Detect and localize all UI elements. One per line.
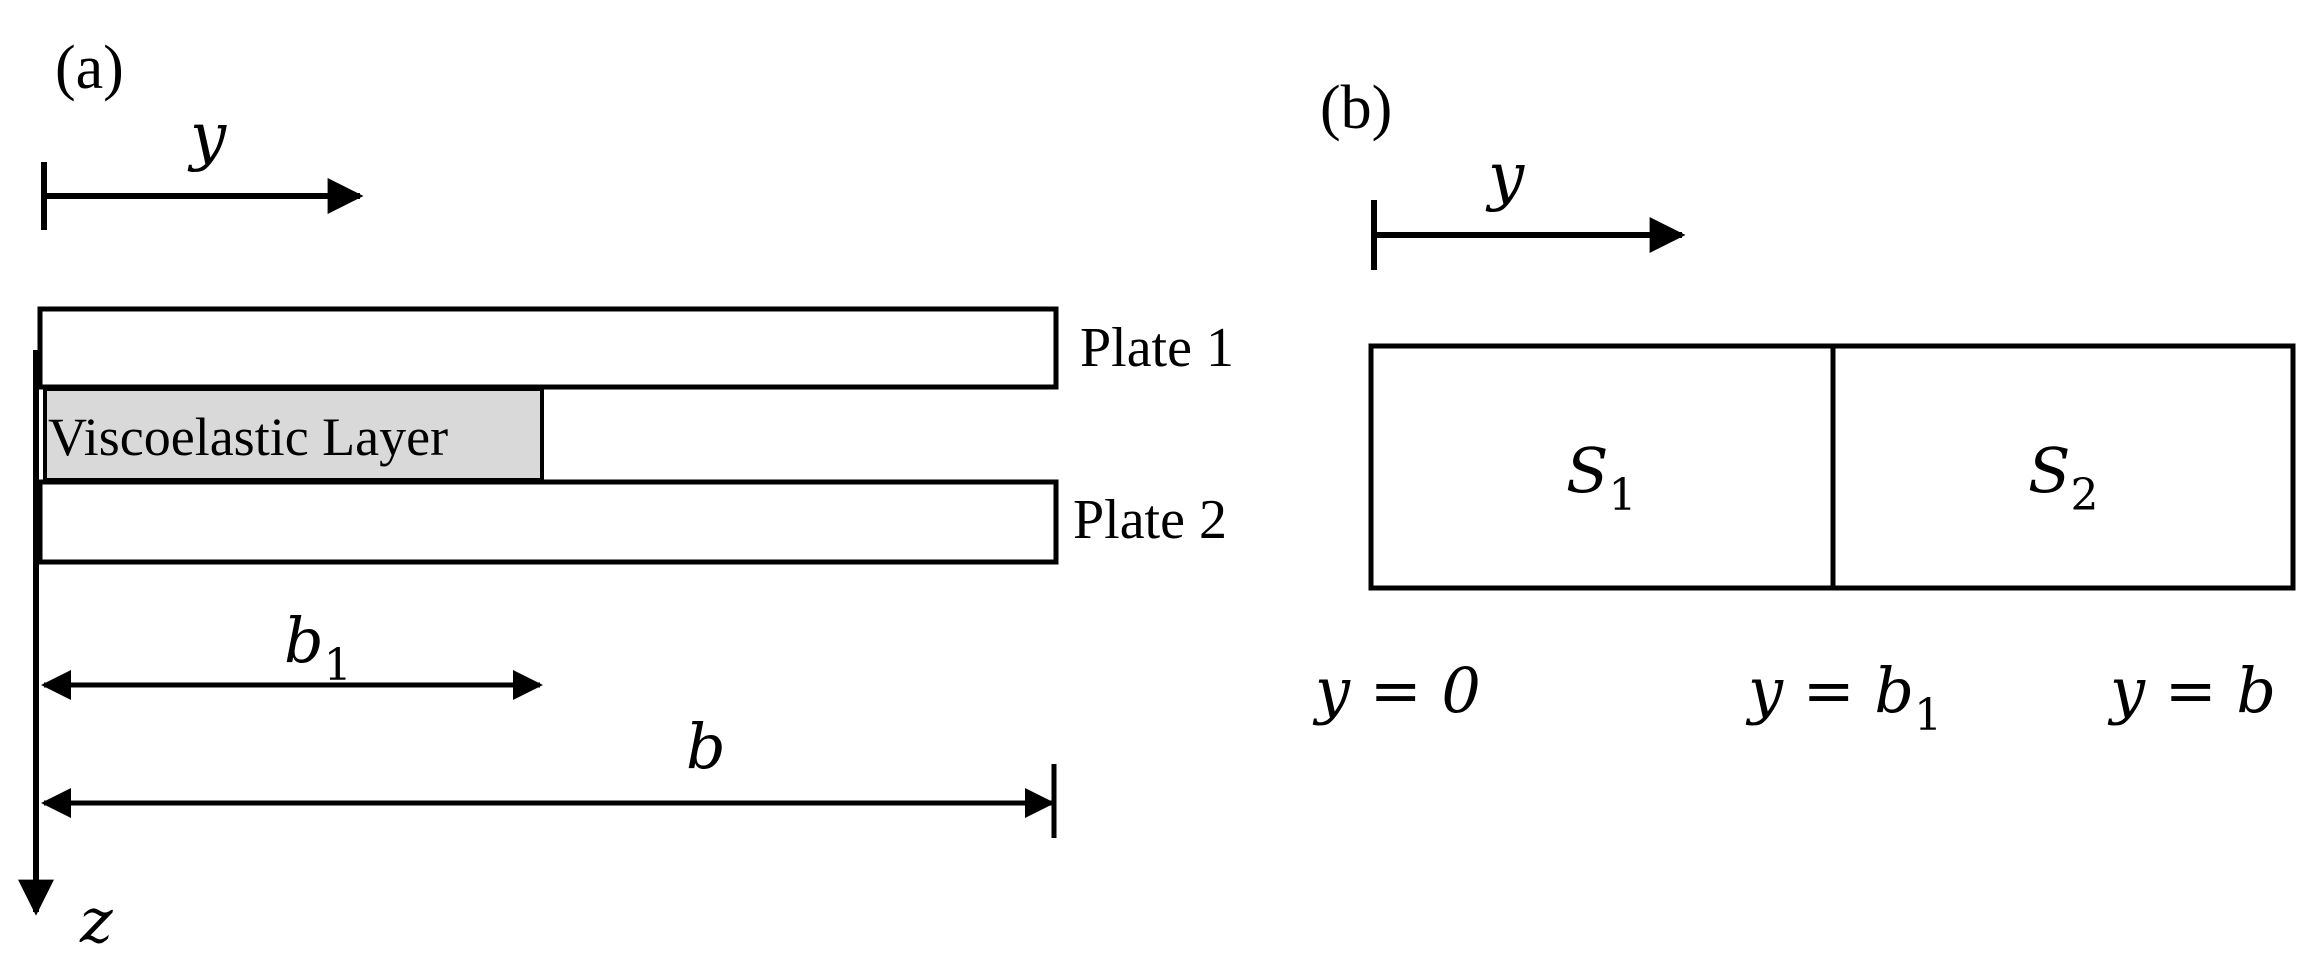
- panel-a-z-label: z: [79, 884, 113, 957]
- dimension-b-label: b: [686, 710, 726, 783]
- region-s2: [1830, 343, 2296, 591]
- panel-b: (b) y S1 S2 y = 0 y = b1 y = b: [1312, 74, 2296, 741]
- region-s1: [1368, 343, 1836, 591]
- position-yb-label: y = b: [2107, 654, 2276, 727]
- region-s2-label: S2: [2028, 434, 2098, 521]
- panel-a-y-axis-arrow: [41, 162, 364, 230]
- position-yb1-label: y = b1: [1745, 654, 1942, 741]
- plate-1: [37, 306, 1059, 390]
- viscoelastic-layer-label: Viscoelastic Layer: [48, 407, 448, 467]
- panel-b-y-label: y: [1485, 140, 1525, 214]
- position-y0-label: y = 0: [1312, 654, 1481, 727]
- dimension-b1-label: b1: [284, 604, 352, 691]
- plate-1-label: Plate 1: [1080, 317, 1234, 379]
- panel-a-label: (a): [55, 34, 124, 102]
- panel-a-y-label: y: [187, 100, 227, 174]
- dimension-b-arrow: [41, 764, 1057, 838]
- panel-b-y-axis-arrow: [1371, 200, 1686, 270]
- panel-b-label: (b): [1320, 74, 1392, 142]
- region-s1-label: S1: [1566, 434, 1636, 521]
- plate-2: [37, 479, 1059, 565]
- panel-a: (a) y z Plate 1 Viscoelastic Layer Plate…: [18, 34, 1234, 957]
- viscoelastic-layer: [43, 387, 544, 482]
- plate-2-label: Plate 2: [1073, 489, 1227, 551]
